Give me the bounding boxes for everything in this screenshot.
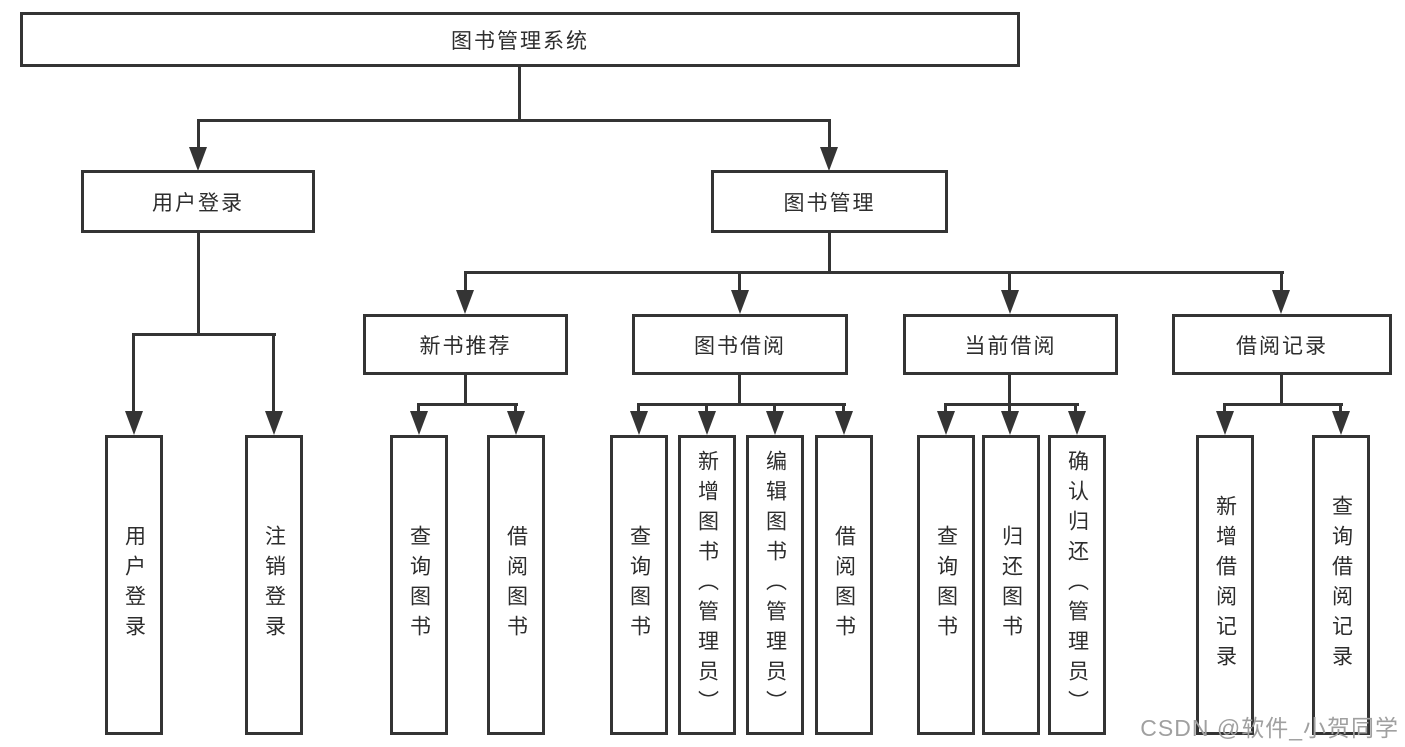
- connector-line: [132, 333, 135, 413]
- leaf-query-borrow-record: 查询借阅记录: [1312, 435, 1370, 735]
- connector-line: [773, 403, 776, 413]
- leaf-query-books-recommend: 查询图书: [390, 435, 448, 735]
- connector-line: [637, 403, 640, 413]
- node-library-system-label: 图书管理系统: [451, 29, 589, 53]
- leaf-borrow-books: 借阅图书: [815, 435, 873, 735]
- connector-line: [197, 119, 200, 149]
- arrow-down-icon: [835, 411, 853, 435]
- connector-line: [944, 403, 1079, 406]
- connector-line: [197, 119, 831, 122]
- connector-line: [1008, 375, 1011, 405]
- arrow-down-icon: [1332, 411, 1350, 435]
- connector-line: [464, 271, 1284, 274]
- arrow-down-icon: [698, 411, 716, 435]
- leaf-user-login: 用户登录: [105, 435, 163, 735]
- arrow-down-icon: [630, 411, 648, 435]
- connector-line: [705, 403, 708, 413]
- connector-line: [738, 375, 741, 405]
- arrow-down-icon: [766, 411, 784, 435]
- leaf-user-login-label: 用户登录: [122, 525, 146, 645]
- connector-line: [417, 403, 420, 413]
- arrow-down-icon: [507, 411, 525, 435]
- leaf-query-books-current: 查询图书: [917, 435, 975, 735]
- connector-line: [828, 233, 831, 273]
- arrow-down-icon: [1068, 411, 1086, 435]
- arrow-down-icon: [820, 147, 838, 171]
- leaf-query-borrow-record-label: 查询借阅记录: [1329, 495, 1353, 675]
- leaf-confirm-return-admin: 确认归还（管理员）: [1048, 435, 1106, 735]
- connector-line: [514, 403, 517, 413]
- connector-line: [1074, 403, 1077, 413]
- node-new-book-recommend-label: 新书推荐: [419, 334, 512, 358]
- connector-line: [828, 119, 831, 149]
- node-borrow-records: 借阅记录: [1172, 314, 1392, 375]
- arrow-down-icon: [1216, 411, 1234, 435]
- node-library-system: 图书管理系统: [20, 12, 1020, 67]
- node-book-management: 图书管理: [711, 170, 948, 233]
- connector-line: [464, 375, 467, 405]
- leaf-query-books-borrowing-label: 查询图书: [627, 525, 651, 645]
- arrow-down-icon: [1001, 290, 1019, 314]
- leaf-borrow-books-recommend: 借阅图书: [487, 435, 545, 735]
- leaf-logout-label: 注销登录: [262, 525, 286, 645]
- leaf-query-books-current-label: 查询图书: [934, 525, 958, 645]
- node-current-borrowing: 当前借阅: [903, 314, 1118, 375]
- connector-line: [1280, 271, 1283, 291]
- connector-line: [272, 333, 275, 413]
- arrow-down-icon: [937, 411, 955, 435]
- arrow-down-icon: [456, 290, 474, 314]
- connector-line: [518, 67, 521, 120]
- leaf-edit-books-admin: 编辑图书（管理员）: [746, 435, 804, 735]
- leaf-return-books: 归还图书: [982, 435, 1040, 735]
- leaf-return-books-label: 归还图书: [999, 525, 1023, 645]
- leaf-query-books-recommend-label: 查询图书: [407, 525, 431, 645]
- connector-line: [1280, 375, 1283, 405]
- node-new-book-recommend: 新书推荐: [363, 314, 568, 375]
- connector-line: [1008, 403, 1011, 413]
- connector-line: [197, 233, 200, 335]
- leaf-edit-books-admin-label: 编辑图书（管理员）: [763, 450, 787, 720]
- leaf-add-borrow-record: 新增借阅记录: [1196, 435, 1254, 735]
- node-current-borrowing-label: 当前借阅: [964, 334, 1057, 358]
- node-user-login: 用户登录: [81, 170, 315, 233]
- node-book-borrowing: 图书借阅: [632, 314, 848, 375]
- leaf-borrow-books-label: 借阅图书: [832, 525, 856, 645]
- connector-line: [842, 403, 845, 413]
- leaf-add-borrow-record-label: 新增借阅记录: [1213, 495, 1237, 675]
- arrow-down-icon: [189, 147, 207, 171]
- leaf-add-books-admin-label: 新增图书（管理员）: [695, 450, 719, 720]
- leaf-add-books-admin: 新增图书（管理员）: [678, 435, 736, 735]
- connector-line: [1223, 403, 1226, 413]
- leaf-borrow-books-recommend-label: 借阅图书: [504, 525, 528, 645]
- arrow-down-icon: [1001, 411, 1019, 435]
- leaf-logout: 注销登录: [245, 435, 303, 735]
- leaf-query-books-borrowing: 查询图书: [610, 435, 668, 735]
- connector-line: [637, 403, 846, 406]
- connector-line: [944, 403, 947, 413]
- arrow-down-icon: [410, 411, 428, 435]
- connector-line: [132, 333, 276, 336]
- node-user-login-label: 用户登录: [152, 191, 244, 215]
- arrow-down-icon: [125, 411, 143, 435]
- watermark-text: CSDN @软件_小贺同学: [1140, 715, 1399, 741]
- connector-line: [417, 403, 518, 406]
- connector-line: [738, 271, 741, 291]
- connector-line: [1339, 403, 1342, 413]
- arrow-down-icon: [1272, 290, 1290, 314]
- leaf-confirm-return-admin-label: 确认归还（管理员）: [1065, 450, 1089, 720]
- node-book-management-label: 图书管理: [783, 191, 876, 215]
- connector-line: [464, 271, 467, 291]
- connector-line: [1223, 403, 1343, 406]
- connector-line: [1008, 271, 1011, 291]
- arrow-down-icon: [731, 290, 749, 314]
- node-borrow-records-label: 借阅记录: [1236, 334, 1328, 358]
- arrow-down-icon: [265, 411, 283, 435]
- node-book-borrowing-label: 图书借阅: [694, 334, 786, 358]
